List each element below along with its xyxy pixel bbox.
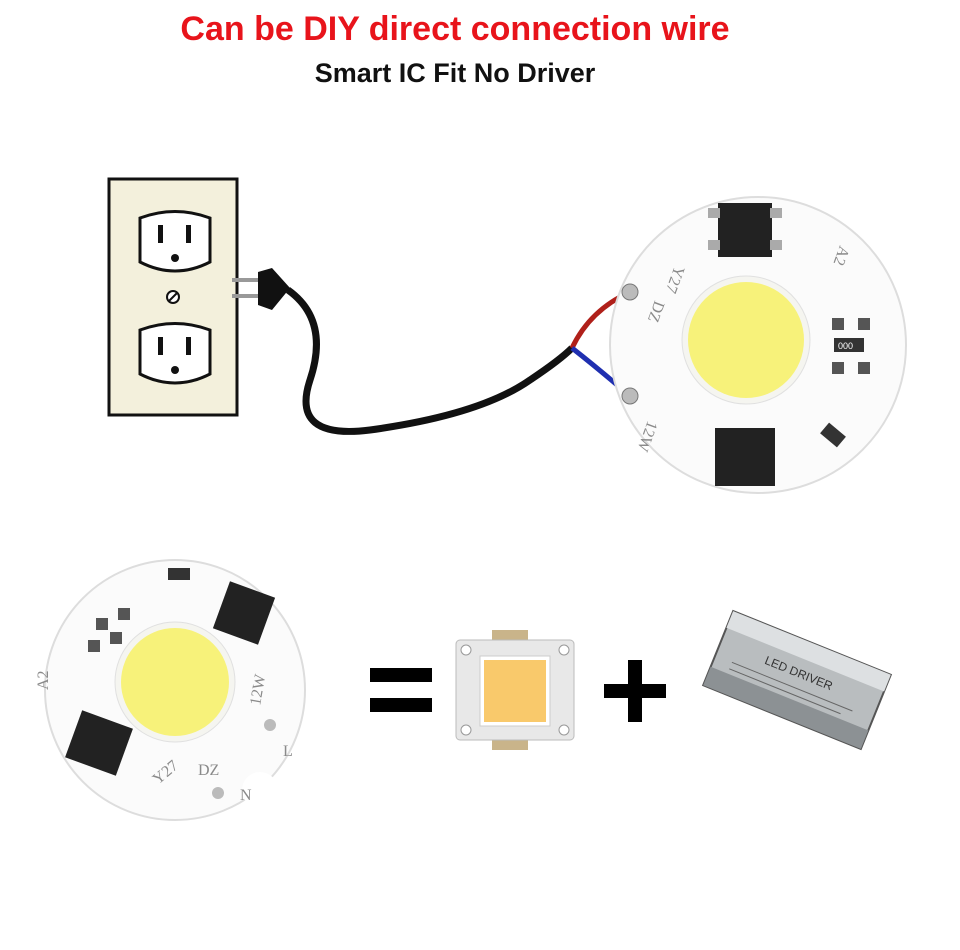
headline: Can be DIY direct connection wire (180, 10, 730, 48)
wall-outlet (107, 177, 239, 417)
svg-text:A2: A2 (35, 670, 52, 690)
svg-text:12W: 12W (247, 672, 269, 706)
svg-text:DZ: DZ (644, 299, 667, 325)
receptacle-top (138, 210, 212, 273)
svg-text:000: 000 (838, 341, 853, 351)
svg-text:A2: A2 (830, 244, 853, 268)
svg-text:N: N (240, 787, 252, 804)
svg-text:DZ: DZ (198, 762, 219, 779)
receptacle-bottom (138, 322, 212, 385)
driverless-cob-board-bottom: A2 Y27 DZ 12W L N (35, 559, 306, 821)
square-cob-module (455, 630, 575, 750)
led-driver-box: LED DRIVER (701, 609, 893, 751)
subheadline: Smart IC Fit No Driver (314, 58, 596, 88)
driverless-cob-board-top: 000 A2 Y27 DZ 12W (609, 196, 907, 494)
plus-sign (604, 660, 666, 722)
equals-sign (370, 668, 432, 712)
svg-text:L: L (283, 743, 293, 760)
plug-cable (232, 268, 632, 435)
